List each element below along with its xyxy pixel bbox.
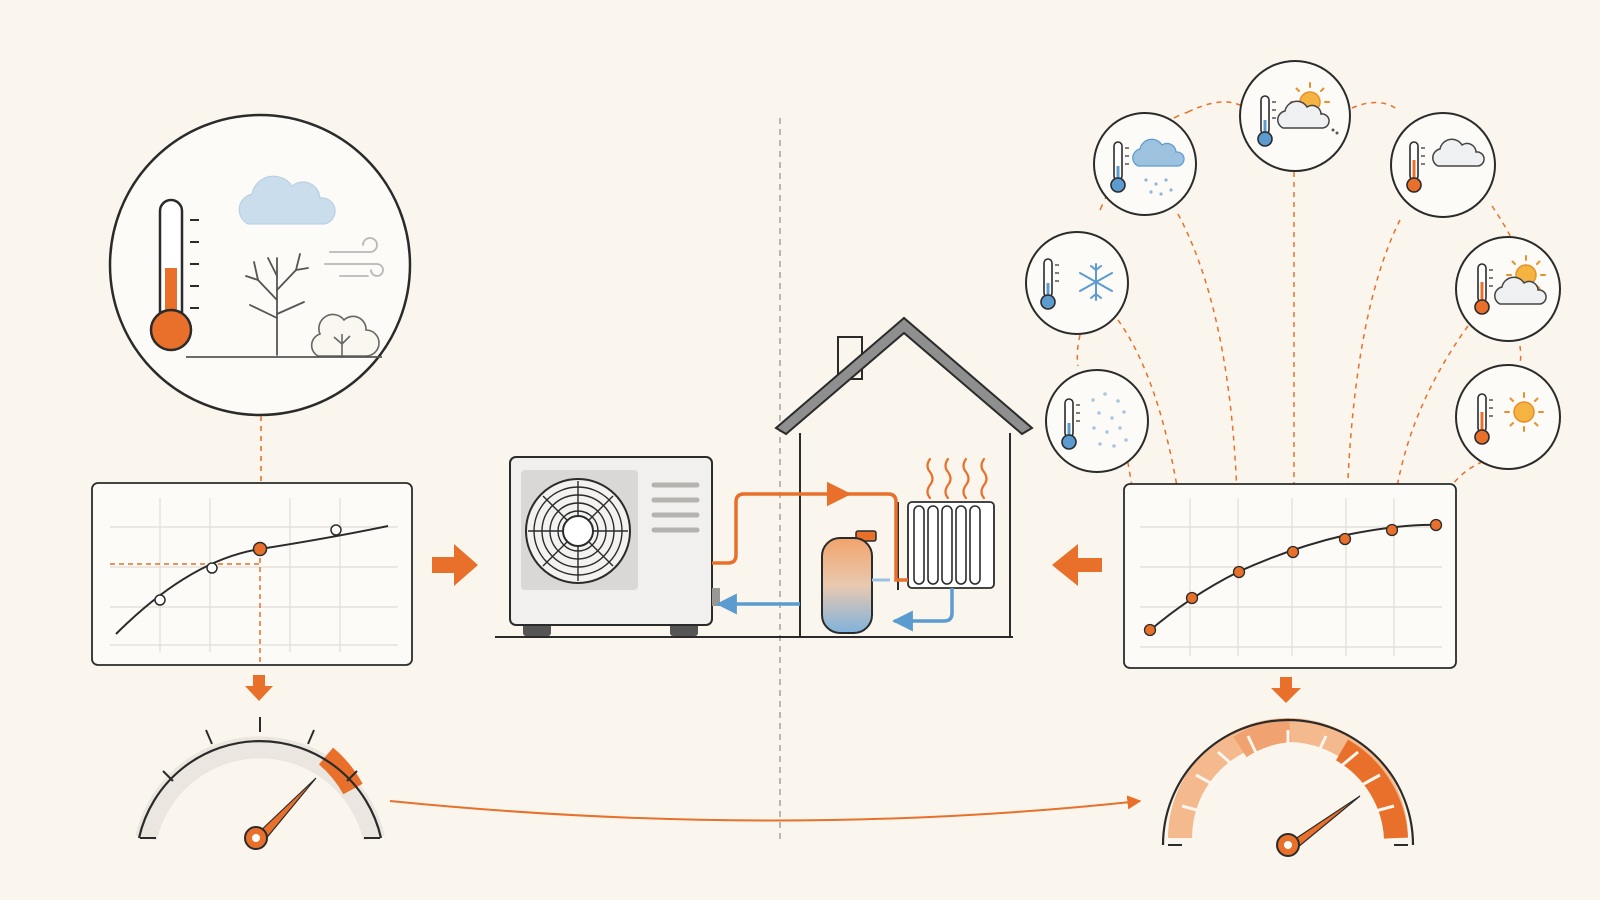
- curve-point: [1185, 591, 1199, 605]
- hot-water-tank-icon: [821, 530, 877, 634]
- forecast-to-house-arrow: [1052, 544, 1102, 586]
- supply-pipe-to-radiator: [848, 492, 908, 582]
- forecast-icon-snowfall: [1045, 369, 1149, 473]
- curve-point: [1385, 523, 1399, 537]
- forecast-icon-sun: [1455, 364, 1561, 470]
- forecast-icon-snowflake: [1025, 231, 1129, 335]
- radiator-icon: [897, 501, 995, 590]
- curve-point: [330, 524, 342, 536]
- curve-to-gauge-arrow-right: [1271, 677, 1301, 703]
- return-pipe-from-radiator: [891, 588, 954, 632]
- forecast-icon-cloud-snow: [1093, 112, 1197, 216]
- forecast-icon-cloud: [1390, 112, 1496, 218]
- curve-point: [206, 562, 218, 574]
- curve-point: [154, 594, 166, 606]
- left-gauge-to-right-gauge-arrow: [389, 795, 1142, 822]
- right-output-gauge: [1161, 718, 1415, 857]
- curve-to-gauge-arrow-left: [245, 675, 273, 701]
- left-heating-curve-panel: [91, 482, 413, 666]
- cloud-icon: [238, 175, 336, 225]
- heat-waves-icon: [926, 457, 988, 500]
- supply-pipe: [712, 481, 852, 565]
- curve-point: [1232, 565, 1246, 579]
- forecast-icon-sun-cloud-warm: [1455, 236, 1561, 342]
- curve-point: [1338, 532, 1352, 546]
- curve-to-unit-arrow: [432, 544, 478, 586]
- heat-pump-outdoor-unit-icon: [509, 456, 720, 636]
- house-icon: [774, 316, 1034, 637]
- curve-point: [1429, 518, 1443, 532]
- right-heating-curve-panel: [1123, 483, 1457, 669]
- shrub-icon: [310, 313, 380, 357]
- thermometer-icon: [149, 198, 199, 352]
- curve-point-selected: [252, 541, 268, 557]
- bare-tree-icon: [245, 253, 309, 356]
- left-output-gauge: [135, 717, 385, 850]
- curve-point: [1286, 545, 1300, 559]
- wind-icon: [324, 237, 384, 277]
- curve-point: [1143, 623, 1157, 637]
- forecast-icon-sun-cloud: [1239, 60, 1351, 172]
- current-weather-scene: [108, 113, 412, 417]
